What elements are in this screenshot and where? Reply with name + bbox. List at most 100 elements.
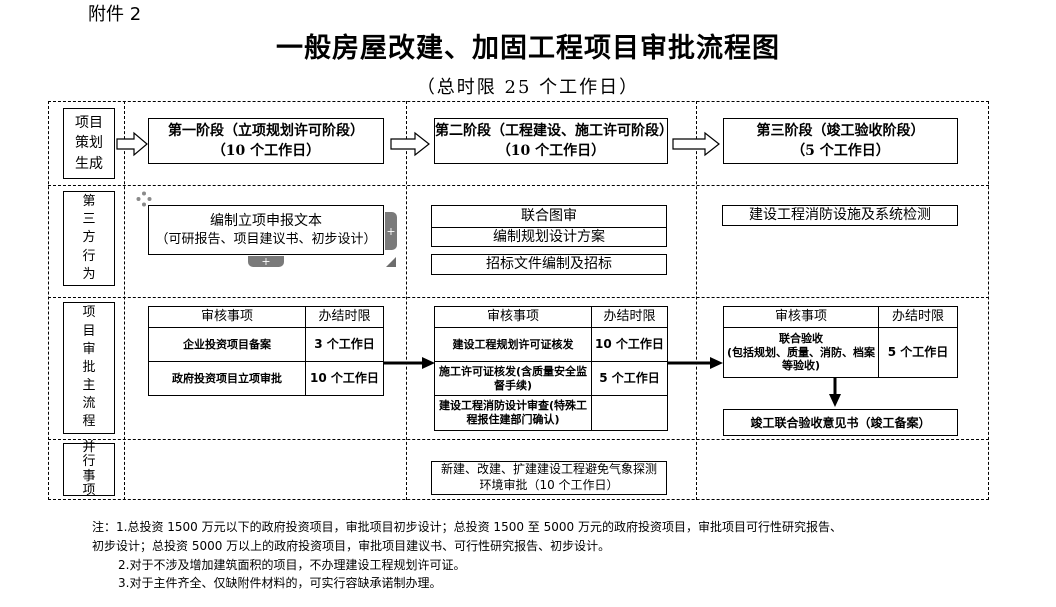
row-label-text: 批 [82,359,96,375]
column-divider-1 [406,101,407,500]
review-duration: 5 个工作日 [591,361,668,396]
table-row: 联合验收 (包括规划、质量、消防、档案等验收) 5 个工作日 [723,327,958,378]
stage-box-2: 第二阶段（工程建设、施工许可阶段） （10 个工作日） [434,118,673,164]
review-item: 联合验收 (包括规划、质量、消防、档案等验收) [723,327,879,378]
review-duration [591,395,668,431]
review-item: 企业投资项目备案 [148,327,306,362]
third-party-text: 建设工程消防设施及系统检测 [749,207,931,224]
review-duration: 3 个工作日 [305,327,384,362]
row-label-text: 三 [82,212,96,228]
row-label-text: 行 [82,454,96,470]
stage-duration: （5 个工作日） [791,143,890,159]
review-item: 政府投资项目立项审批 [148,361,306,396]
review-item: 施工许可证核发(含质量安全监督手续) [434,361,592,396]
page-title: 一般房屋改建、加固工程项目审批流程图 [276,33,780,64]
parallel-text: 新建、改建、扩建建设工程避免气象探测 [440,462,657,477]
table-header: 审核事项 [148,306,306,328]
table-header: 办结时限 [305,306,384,328]
review-item-detail: (包括规划、质量、消防、档案等验收) [726,345,876,373]
table-row: 企业投资项目备案 3 个工作日 [148,327,384,362]
third-party-box-1[interactable]: 编制立项申报文本 （可研报告、项目建议书、初步设计） [148,205,384,255]
note-line-4: 3.对于主件齐全、仅缺附件材料的，可实行容缺承诺制办理。 [118,576,442,590]
row-label-text: 程 [82,414,96,430]
parallel-text: 环境审批（10 个工作日） [479,478,619,492]
column-divider-0 [124,101,125,500]
stage-duration: （10 个工作日） [496,143,606,159]
review-table-stage1: 审核事项 办结时限 企业投资项目备案 3 个工作日 政府投资项目立项审批 10 … [148,306,384,396]
table-row: 建设工程消防设计审查(特殊工程报住建部门确认) [434,395,668,431]
parallel-item-box: 新建、改建、扩建建设工程避免气象探测 环境审批（10 个工作日） [431,461,667,495]
row-label-text: 策划 [75,135,103,152]
third-party-text: （可研报告、项目建议书、初步设计） [155,231,377,247]
row-label-text: 生成 [75,155,103,172]
third-party-box-bidding: 招标文件编制及招标 [431,254,667,275]
row-label-parallel: 并 行 事 项 [63,439,115,498]
row-label-text: 项 [82,305,96,321]
note-line-2: 初步设计；总投资 5000 万以上的政府投资项目，审批项目建议书、可行性研究报告… [92,539,611,553]
row-label-main-flow: 项 目 审 批 主 流 程 [63,302,115,434]
column-divider-2 [696,101,697,500]
third-party-box-planning-design: 编制规划设计方案 [431,227,667,247]
plus-glyph: + [386,224,396,238]
row-divider-2 [48,297,989,298]
third-party-box-joint-review: 联合图审 [431,205,667,228]
review-duration: 10 个工作日 [305,361,384,396]
review-table-stage3: 审核事项 办结时限 联合验收 (包括规划、质量、消防、档案等验收) 5 个工作日 [723,306,958,378]
resize-handle-icon[interactable] [386,257,396,267]
table-header: 审核事项 [723,306,879,328]
row-label-text: 主 [82,378,96,394]
hollow-arrow-icon [672,131,720,157]
row-divider-3 [48,439,989,440]
review-item: 建设工程消防设计审查(特殊工程报住建部门确认) [434,395,592,431]
review-duration: 5 个工作日 [878,327,958,378]
stage-duration: （10 个工作日） [211,143,321,159]
row-label-planning: 项目 策划 生成 [63,108,115,179]
hollow-arrow-icon [116,131,148,157]
third-party-text: 联合图审 [521,208,577,225]
move-handle-icon[interactable] [136,191,152,207]
review-item-title: 联合验收 [779,331,823,345]
hollow-arrow-icon [390,131,430,157]
row-label-text: 事 [82,468,96,484]
flow-arrow-icon [384,357,435,369]
table-header: 审核事项 [434,306,592,328]
third-party-text: 招标文件编制及招标 [486,256,612,273]
plus-glyph: + [261,255,271,268]
row-label-text: 方 [82,230,96,246]
note-line-3: 2.对于不涉及增加建筑面积的项目，不办理建设工程规划许可证。 [118,558,466,572]
row-label-text: 流 [82,396,96,412]
row-label-text: 审 [82,341,96,357]
row-label-text: 为 [82,266,96,282]
row-label-text: 项目 [75,115,103,132]
table-row: 施工许可证核发(含质量安全监督手续) 5 个工作日 [434,361,668,396]
flow-arrow-icon [668,357,723,369]
third-party-text: 编制立项申报文本 [210,212,322,229]
add-right-handle-icon[interactable]: + [385,212,397,250]
third-party-text: 编制规划设计方案 [493,228,605,245]
add-below-handle-icon[interactable]: + [248,255,284,268]
completion-acceptance-text: 竣工联合验收意见书（竣工备案） [750,416,931,430]
row-label-text: 项 [82,482,96,498]
flowchart-frame [48,101,989,500]
stage-name: 第一阶段（立项规划许可阶段） [168,122,364,139]
row-label-text: 目 [82,323,96,339]
review-duration: 10 个工作日 [591,327,668,362]
table-header: 办结时限 [878,306,958,328]
review-table-stage2: 审核事项 办结时限 建设工程规划许可证核发 10 个工作日 施工许可证核发(含质… [434,306,668,431]
attachment-label: 附件 2 [88,4,142,25]
completion-acceptance-box: 竣工联合验收意见书（竣工备案） [723,409,958,436]
stage-box-3: 第三阶段（竣工验收阶段） （5 个工作日） [723,118,958,164]
row-label-text: 行 [82,248,96,264]
stage-name: 第三阶段（竣工验收阶段） [756,122,925,139]
row-label-text: 第 [82,194,96,210]
row-label-text: 并 [82,439,96,455]
review-item: 建设工程规划许可证核发 [434,327,592,362]
third-party-box-fire-inspection: 建设工程消防设施及系统检测 [722,205,958,226]
table-header: 办结时限 [591,306,668,328]
stage-name: 第二阶段（工程建设、施工许可阶段） [435,122,673,139]
page-subtitle: （总时限 25 个工作日） [416,77,640,98]
row-divider-1 [48,185,989,186]
down-arrow-icon [829,378,841,407]
stage-box-1: 第一阶段（立项规划许可阶段） （10 个工作日） [148,118,384,164]
table-row: 建设工程规划许可证核发 10 个工作日 [434,327,668,362]
